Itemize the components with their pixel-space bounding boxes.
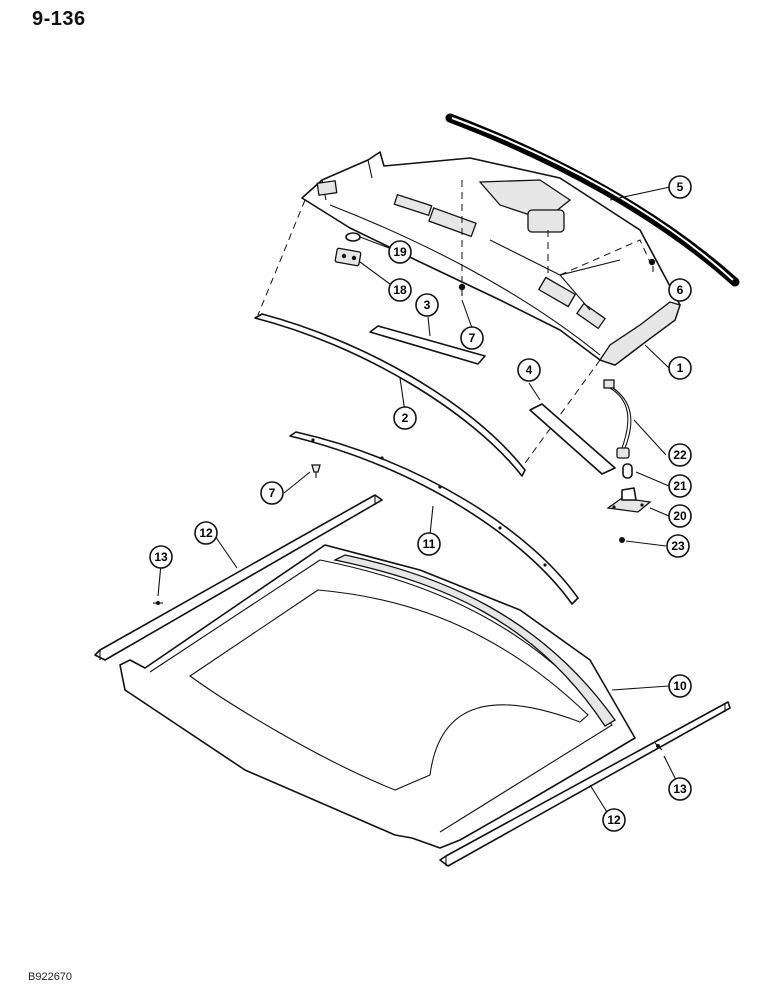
callout-3: 3 xyxy=(415,293,439,317)
callout-4: 4 xyxy=(517,358,541,382)
callout-10: 10 xyxy=(668,674,692,698)
svg-text:13: 13 xyxy=(154,550,168,564)
svg-text:5: 5 xyxy=(677,180,684,194)
svg-text:10: 10 xyxy=(673,679,687,693)
callout-1: 1 xyxy=(668,356,692,380)
roof-panel-part xyxy=(301,151,681,366)
callout-7-lower: 7 xyxy=(260,481,284,505)
page-number: 9-136 xyxy=(32,8,86,30)
lamp-lens-part xyxy=(345,232,361,242)
roof-shell-part xyxy=(119,544,636,849)
svg-text:3: 3 xyxy=(424,298,431,312)
wire-harness-part xyxy=(603,379,632,459)
figure-code: B922670 xyxy=(28,971,73,983)
svg-text:22: 22 xyxy=(673,448,687,462)
svg-text:20: 20 xyxy=(673,509,687,523)
svg-text:21: 21 xyxy=(673,479,687,493)
callout-22: 22 xyxy=(668,443,692,467)
callout-12-lower: 12 xyxy=(602,808,626,832)
connector-21 xyxy=(622,463,633,479)
callout-13-upper: 13 xyxy=(149,545,173,569)
trim-strip-part xyxy=(254,313,526,477)
callout-7-upper: 7 xyxy=(460,326,484,350)
svg-text:23: 23 xyxy=(671,539,685,553)
insulation-pad-4 xyxy=(529,403,616,475)
screw-7-lower xyxy=(311,464,321,478)
svg-text:7: 7 xyxy=(269,486,276,500)
svg-text:4: 4 xyxy=(526,363,533,377)
callout-21: 21 xyxy=(668,474,692,498)
bracket-20 xyxy=(606,487,652,513)
alignment-lines xyxy=(257,180,651,471)
screw-6 xyxy=(648,258,656,266)
svg-text:6: 6 xyxy=(677,283,684,297)
screw-23 xyxy=(619,537,625,543)
svg-text:12: 12 xyxy=(607,813,621,827)
callout-5: 5 xyxy=(668,175,692,199)
insulation-pad-3 xyxy=(369,325,486,365)
callout-6: 6 xyxy=(668,278,692,302)
callout-2: 2 xyxy=(393,406,417,430)
callout-20: 20 xyxy=(668,504,692,528)
screw-7-upper xyxy=(458,283,466,296)
callout-13-lower: 13 xyxy=(668,777,692,801)
svg-text:12: 12 xyxy=(199,526,213,540)
callout-18: 18 xyxy=(388,278,412,302)
side-rail-upper xyxy=(94,494,383,661)
fastener-13-upper xyxy=(153,601,163,605)
svg-text:7: 7 xyxy=(469,331,476,345)
svg-text:19: 19 xyxy=(393,245,407,259)
svg-text:13: 13 xyxy=(673,782,687,796)
roof-bow-part xyxy=(289,431,579,605)
callout-12-upper: 12 xyxy=(194,521,218,545)
svg-text:2: 2 xyxy=(402,411,409,425)
fastener-13-lower xyxy=(654,742,663,751)
callout-11: 11 xyxy=(417,532,441,556)
svg-text:18: 18 xyxy=(393,283,407,297)
side-rail-lower xyxy=(439,701,731,867)
seal-strip-part xyxy=(445,113,740,287)
callout-23: 23 xyxy=(666,534,690,558)
svg-text:11: 11 xyxy=(423,537,436,551)
dome-lamp-part xyxy=(334,247,362,267)
svg-text:1: 1 xyxy=(677,361,684,375)
callout-19: 19 xyxy=(388,240,412,264)
